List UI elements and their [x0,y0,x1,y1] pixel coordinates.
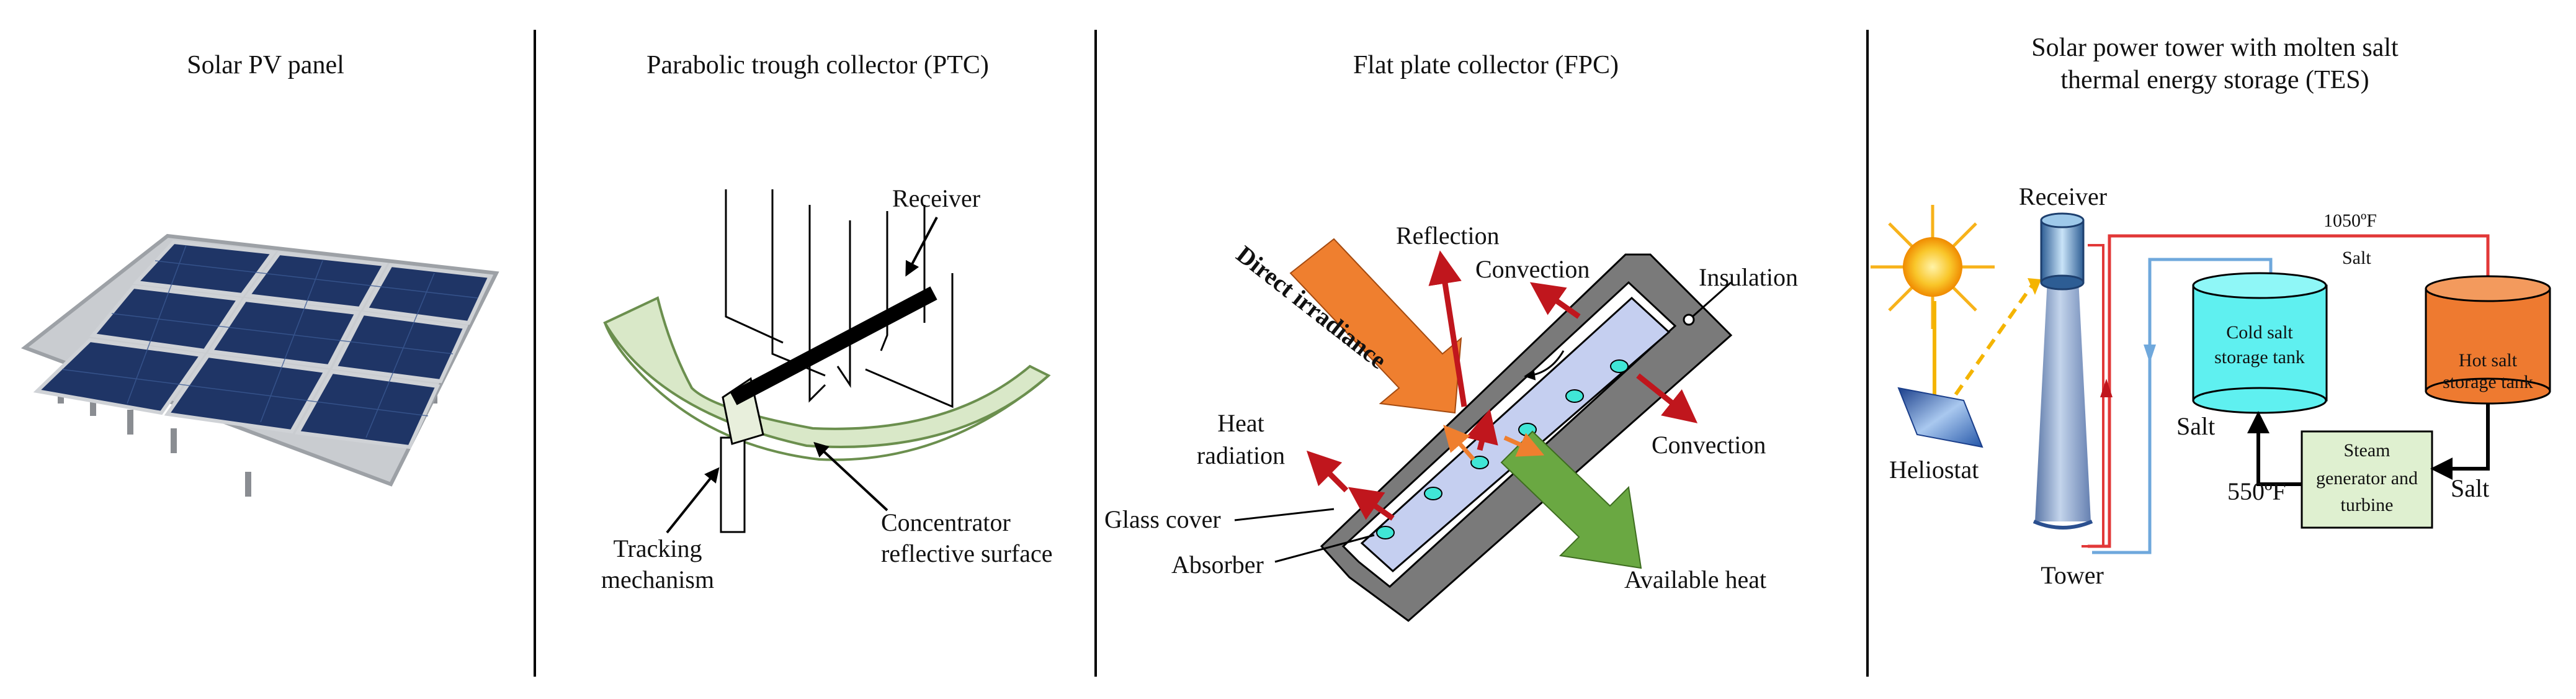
fpc-tubes [1376,359,1629,539]
available-heat-arrow [1500,430,1642,569]
cold-salt-tank [2192,272,2328,414]
hot-tank-to-steam-line [2430,404,2490,480]
temp-cold-label: 550ºF [2227,477,2286,505]
tracking-label-line2: mechanism [601,566,714,593]
reflected-ray [1943,284,2034,411]
hot-salt-tank [2425,275,2551,405]
salt-right-label: Salt [2451,474,2489,502]
cold-tank-label-line2: storage tank [2214,347,2305,368]
tes-title-line2: thermal energy storage (TES) [2060,66,2369,94]
tes-panel-group: Solar power tower with molten salt therm… [1871,34,2551,589]
tower-shaft [2035,279,2091,521]
heat-radiation-line1: Heat [1217,409,1264,437]
pv-panel-group: Solar PV panel [20,51,499,497]
salt-left-label: Salt [2176,412,2215,440]
cold-tank-label-line1: Cold salt [2226,322,2293,343]
ptc-title: Parabolic trough collector (PTC) [646,51,989,79]
available-heat-label: Available heat [1624,566,1766,593]
fpc-title: Flat plate collector (FPC) [1353,51,1619,79]
hot-tank-label-line1: Hot salt [2459,350,2518,371]
tes-title-line1: Solar power tower with molten salt [2031,34,2399,62]
absorber-label: Absorber [1171,551,1264,579]
tracking-label-line1: Tracking [614,534,702,562]
steam-label-line2: generator and [2316,468,2418,489]
salt-top-label: Salt [2342,248,2371,268]
trough-surface [603,296,1051,448]
glass-cover-label: Glass cover [1104,505,1221,533]
tracking-post [720,436,746,533]
ptc-rays [725,189,954,408]
steam-label-line1: Steam [2344,440,2390,461]
ptc-panel-group: Parabolic trough collector (PTC) Receive… [601,51,1053,593]
temp-hot-label: 1050ºF [2323,210,2377,231]
heat-radiation-line2: radiation [1197,441,1285,469]
concentrator-label-line2: reflective surface [881,539,1052,567]
concentrator-label-line1: Concentrator [881,508,1011,536]
convection-top-label: Convection [1475,255,1590,283]
heliostat-label: Heliostat [1889,456,1979,484]
tes-receiver-label: Receiver [2019,183,2107,210]
pv-title: Solar PV panel [187,51,344,79]
receiver-tube [730,286,937,405]
insulation-label: Insulation [1699,263,1798,291]
sun-icon [1871,205,1995,329]
fpc-panel-group: Flat plate collector (FPC) [1104,51,1798,622]
steam-label-line3: turbine [2341,495,2394,515]
fpc-red-arrows [1306,250,1698,521]
steam-generator-box [2301,430,2433,529]
pv-array-illustration [20,233,499,497]
convection-side-label: Convection [1652,431,1766,459]
reflection-label: Reflection [1396,222,1500,250]
hot-tank-label-line2: storage tank [2443,372,2533,392]
tower-label: Tower [2041,561,2104,589]
receiver-icon [2040,212,2085,291]
steam-to-cold-tank-line [2247,411,2302,486]
ptc-receiver-label: Receiver [892,184,980,212]
cold-salt-line [2092,258,2273,554]
heliostat-icon [1897,387,1983,448]
